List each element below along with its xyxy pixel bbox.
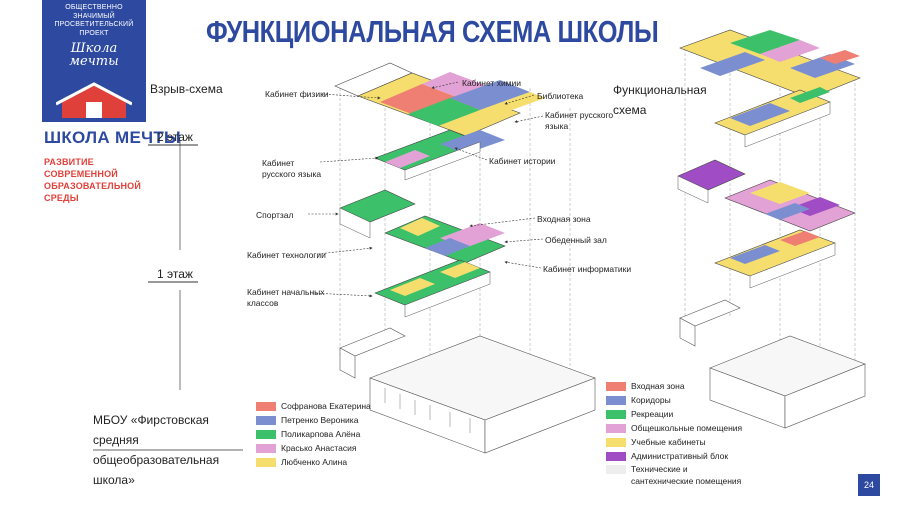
legend-item: Коридоры: [606, 393, 756, 407]
legend-label: Красько Анастасия: [281, 443, 357, 453]
legend-item: Административный блок: [606, 449, 756, 463]
legend-swatch: [606, 395, 626, 405]
callout-dining: Обеденный зал: [545, 235, 607, 245]
legend-swatch: [606, 465, 626, 474]
callout-history: Кабинет истории: [489, 156, 556, 166]
legend-swatch: [256, 457, 276, 467]
legend-item: Красько Анастасия: [256, 441, 371, 455]
functional-diagram: [677, 29, 866, 429]
legend-item: Софранова Екатерина: [256, 399, 371, 413]
legend-label: Административный блок: [631, 451, 729, 461]
legend-label: Поликарпова Алёна: [281, 429, 361, 439]
legend-swatch: [256, 443, 276, 453]
floor-1-label: 1 этаж: [157, 267, 193, 281]
callout-physics: Кабинет физики: [265, 89, 329, 99]
legend-label: Входная зона: [631, 381, 685, 391]
legend-label: Софранова Екатерина: [281, 401, 371, 411]
legend-label: Петренко Вероника: [281, 415, 359, 425]
school-subtitle: РАЗВИТИЕ СОВРЕМЕННОЙ ОБРАЗОВАТЕЛЬНОЙ СРЕ…: [44, 157, 142, 203]
floor-timeline: [148, 140, 198, 390]
authors-legend: Софранова Екатерина Петренко Вероника По…: [256, 399, 371, 469]
legend-swatch: [606, 409, 626, 419]
floor-2-label: 2 этаж: [157, 130, 193, 144]
legend-item: Любченко Алина: [256, 455, 371, 469]
logo-script-text: Школа мечты: [69, 41, 119, 69]
callout-russian-upper: Кабинет русского языка: [545, 110, 614, 131]
legend-item: Технические и сантехнические помещения: [606, 463, 756, 491]
functional-scheme-label: Функциональная схема: [613, 83, 707, 117]
explode-scheme-label: Взрыв-схема: [150, 82, 223, 96]
legend-item: Поликарпова Алёна: [256, 427, 371, 441]
legend-item: Учебные кабинеты: [606, 435, 756, 449]
callout-informatics: Кабинет информатики: [543, 264, 632, 274]
legend-label: Общешкольные помещения: [631, 423, 743, 433]
school-underline: [93, 449, 243, 451]
legend-swatch: [606, 437, 626, 447]
callout-primary: Кабинет начальных классов: [247, 287, 325, 308]
legend-swatch: [256, 401, 276, 411]
page-number: 24: [858, 474, 880, 496]
legend-item: Входная зона: [606, 379, 756, 393]
callout-entrance: Входная зона: [537, 214, 591, 224]
legend-label: Технические и сантехнические помещения: [631, 464, 742, 486]
callout-gym: Спортзал: [256, 210, 294, 220]
legend-label: Учебные кабинеты: [631, 437, 706, 447]
legend-label: Любченко Алина: [281, 457, 348, 467]
school-name: ШКОЛА МЕЧТЫ: [44, 128, 181, 147]
page-title: ФУНКЦИОНАЛЬНАЯ СХЕМА ШКОЛЫ: [206, 14, 659, 49]
legend-item: Рекреации: [606, 407, 756, 421]
callout-chemistry: Кабинет химии: [462, 78, 522, 88]
explode-diagram: [334, 62, 596, 454]
legend-swatch: [606, 381, 626, 391]
callout-library: Библиотека: [537, 91, 584, 101]
callout-russian-lower: Кабинет русского языка: [262, 158, 322, 179]
legend-swatch: [606, 423, 626, 433]
legend-label: Рекреации: [631, 409, 674, 419]
legend-swatch: [606, 451, 626, 461]
legend-label: Коридоры: [631, 395, 671, 405]
legend-swatch: [256, 429, 276, 439]
function-legend: Входная зона Коридоры Рекреации Общешкол…: [606, 379, 756, 491]
school-full-name: МБОУ «Фирстовская средняя общеобразовате…: [93, 413, 220, 487]
legend-swatch: [256, 415, 276, 425]
house-logo-icon: [56, 82, 132, 118]
legend-item: Петренко Вероника: [256, 413, 371, 427]
logo-caption: ОБЩЕСТВЕННО ЗНАЧИМЫЙ ПРОСВЕТИТЕЛЬСКИЙ ПР…: [54, 4, 134, 37]
legend-item: Общешкольные помещения: [606, 421, 756, 435]
callout-technology: Кабинет технологии: [247, 250, 326, 260]
